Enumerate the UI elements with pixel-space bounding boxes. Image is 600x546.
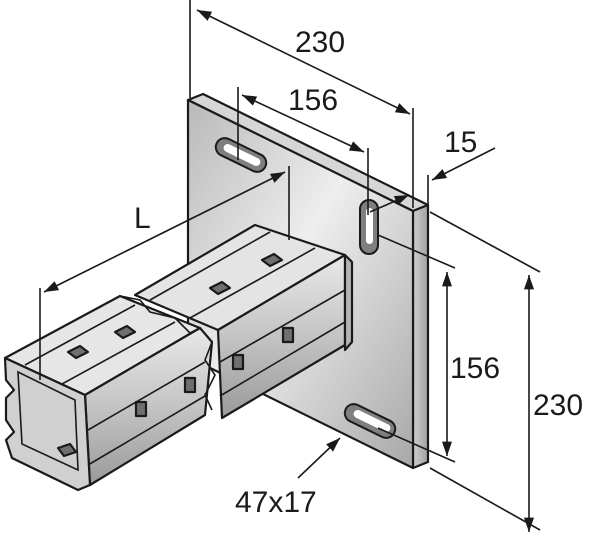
label-length: L [134,202,151,235]
label-plate-width: 230 [295,26,345,59]
slot-top-right [359,199,379,255]
label-plate-height: 230 [533,389,583,422]
label-hole-spacing-vertical: 156 [450,352,500,385]
strut-channel-front [3,294,216,492]
label-slot-size: 47x17 [235,486,317,519]
label-plate-thickness: 15 [444,126,477,159]
label-hole-spacing-horizontal: 156 [288,84,338,117]
dimension-lines [39,0,541,532]
